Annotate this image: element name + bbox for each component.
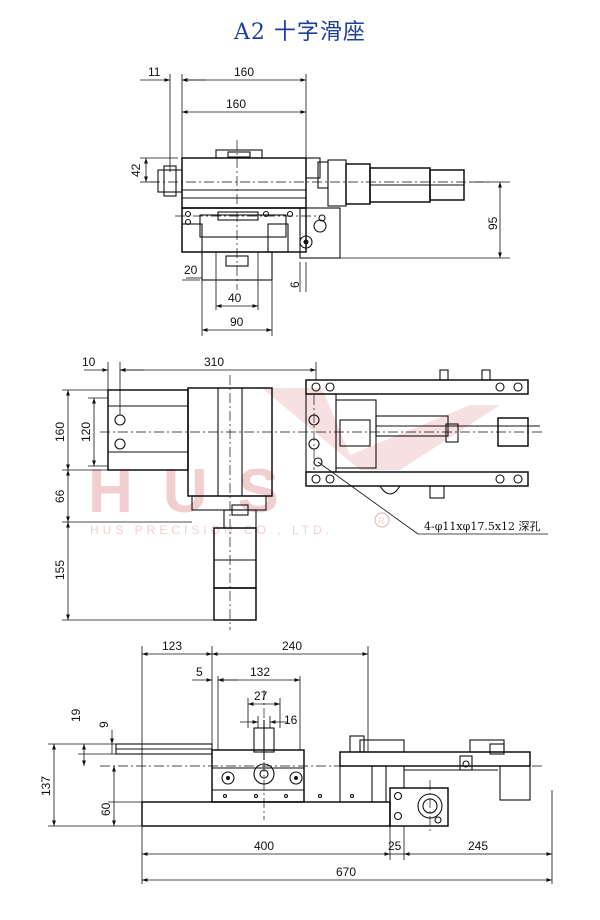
bottom-view: 123 240 5 132 27 16 19 9 137 60 400 25 2…	[39, 639, 553, 884]
watermark-registered: R	[378, 516, 385, 526]
dim-240: 240	[282, 639, 302, 653]
watermark: HUS HUS PRECISION CO., LTD. R	[88, 388, 500, 537]
top-view-table	[181, 157, 307, 209]
dim-20: 20	[184, 263, 198, 277]
dim-310: 310	[204, 355, 224, 369]
dim-137: 137	[39, 776, 53, 796]
bottom-right-arm	[339, 751, 531, 767]
watermark-company: HUS PRECISION CO., LTD.	[90, 523, 333, 537]
bottom-right-knob	[499, 765, 531, 801]
dim-40: 40	[228, 291, 242, 305]
middle-hook	[379, 485, 401, 495]
drawing-title: A2 十字滑座	[234, 20, 366, 45]
middle-lower-rail	[305, 471, 529, 487]
dim-66: 66	[53, 489, 67, 503]
bottom-base-plate	[141, 801, 391, 827]
dim-245: 245	[468, 839, 488, 853]
watermark-registered-circle	[374, 512, 390, 528]
dim-27: 27	[254, 689, 268, 703]
top-left-knob	[157, 169, 183, 193]
dim-90: 90	[230, 315, 244, 329]
dim-10: 10	[82, 355, 96, 369]
watermark-brand: HUS	[88, 457, 309, 526]
dim-11: 11	[148, 65, 161, 79]
middle-handle-sleeve	[213, 527, 257, 589]
dim-9: 9	[97, 721, 111, 728]
dim-155: 155	[53, 560, 67, 580]
dim-95: 95	[486, 216, 500, 230]
top-right-micrometer-sleeve	[345, 163, 371, 205]
dim-5: 5	[196, 665, 203, 679]
top-view: 11 160 160 42 95 20 40 90 6	[129, 65, 510, 336]
bottom-center-table	[211, 749, 305, 803]
dim-670: 670	[336, 865, 356, 879]
dim-19: 19	[69, 708, 83, 722]
dim-25: 25	[388, 839, 402, 853]
dim-160-inner: 160	[226, 97, 246, 111]
bottom-right-block	[389, 787, 449, 827]
dim-42: 42	[129, 163, 143, 177]
dim-160-mid: 160	[53, 422, 67, 442]
middle-view: 4-φ11xφ17.5x12 深孔 10 310 160 120 66 155	[53, 355, 548, 630]
watermark-logo-mark	[262, 388, 500, 470]
dim-60: 60	[99, 802, 113, 816]
middle-upper-rail	[305, 379, 529, 395]
dim-120: 120	[79, 422, 93, 442]
dim-400: 400	[254, 839, 274, 853]
middle-handle-thimble	[213, 587, 257, 621]
dim-6: 6	[288, 281, 302, 288]
dim-160-outer: 160	[234, 65, 254, 79]
dim-123: 123	[162, 639, 182, 653]
hole-callout: 4-φ11xφ17.5x12 深孔	[424, 520, 541, 533]
dim-16: 16	[284, 713, 298, 727]
dim-132: 132	[250, 665, 270, 679]
